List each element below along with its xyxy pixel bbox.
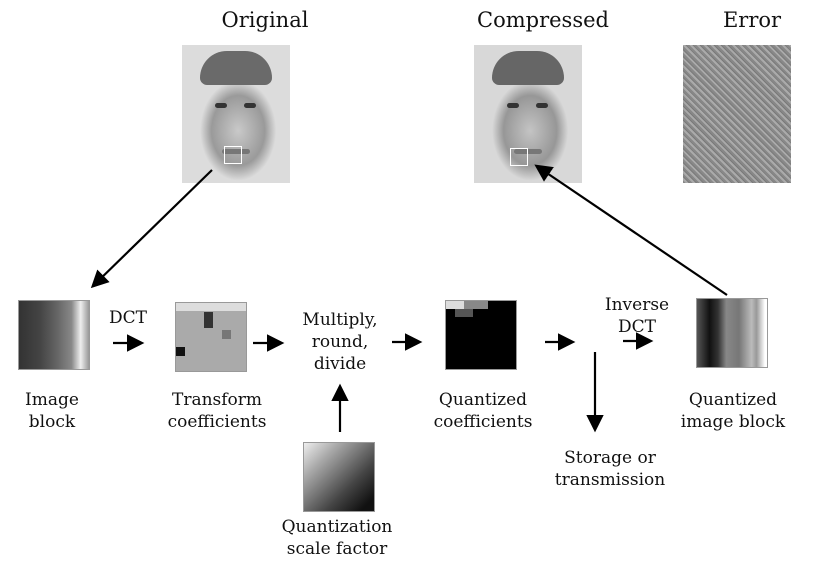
error-title: Error (722, 8, 782, 32)
original-photo (182, 45, 290, 183)
transform-coefficients-label: Transform coefficients (168, 389, 267, 433)
quantization-label: Quantization scale factor (282, 516, 393, 560)
quantized-coefficients-label: Quantized coefficients (434, 389, 533, 433)
transform-coefficients-thumbnail (175, 302, 247, 372)
label-line: transmission (554, 470, 666, 490)
label-line: coefficients (167, 412, 267, 432)
divide-line: divide (313, 354, 367, 374)
error-image (683, 45, 791, 183)
dct-label: DCT (109, 308, 147, 328)
label-line: coefficients (433, 412, 533, 432)
label-line: block (28, 412, 76, 432)
label-line: Quantized (438, 390, 528, 410)
reconstructed-block-marker (510, 148, 528, 166)
selected-block-marker (224, 146, 242, 164)
label-line: Transform (171, 390, 263, 410)
multiply-line: Multiply, (302, 310, 378, 330)
quantized-coefficients-thumbnail (445, 300, 517, 370)
compressed-title: Compressed (477, 8, 609, 32)
dct-line: DCT (618, 317, 656, 337)
arrow-original-to-block (90, 169, 213, 289)
compressed-photo (474, 45, 582, 183)
inverse-line: Inverse (604, 295, 670, 315)
label-line: Quantization (281, 517, 393, 537)
quantized-image-block-thumbnail (696, 298, 768, 368)
original-title: Original (221, 8, 309, 32)
inverse-dct-label: Inverse DCT (605, 294, 669, 338)
label-line: scale factor (286, 539, 388, 559)
arrow-block-to-compressed (534, 164, 728, 296)
label-line: Storage or (564, 448, 656, 468)
multiply-label: Multiply, round, divide (302, 309, 377, 375)
storage-label: Storage or transmission (555, 447, 665, 491)
label-line: Image (25, 390, 79, 410)
image-block-thumbnail (18, 300, 90, 370)
label-line: Quantized (688, 390, 778, 410)
quantization-scale-thumbnail (303, 442, 375, 512)
image-block-label: Image block (25, 389, 79, 433)
quantized-image-block-label: Quantized image block (681, 389, 785, 433)
label-line: image block (680, 412, 786, 432)
round-line: round, (311, 332, 369, 352)
